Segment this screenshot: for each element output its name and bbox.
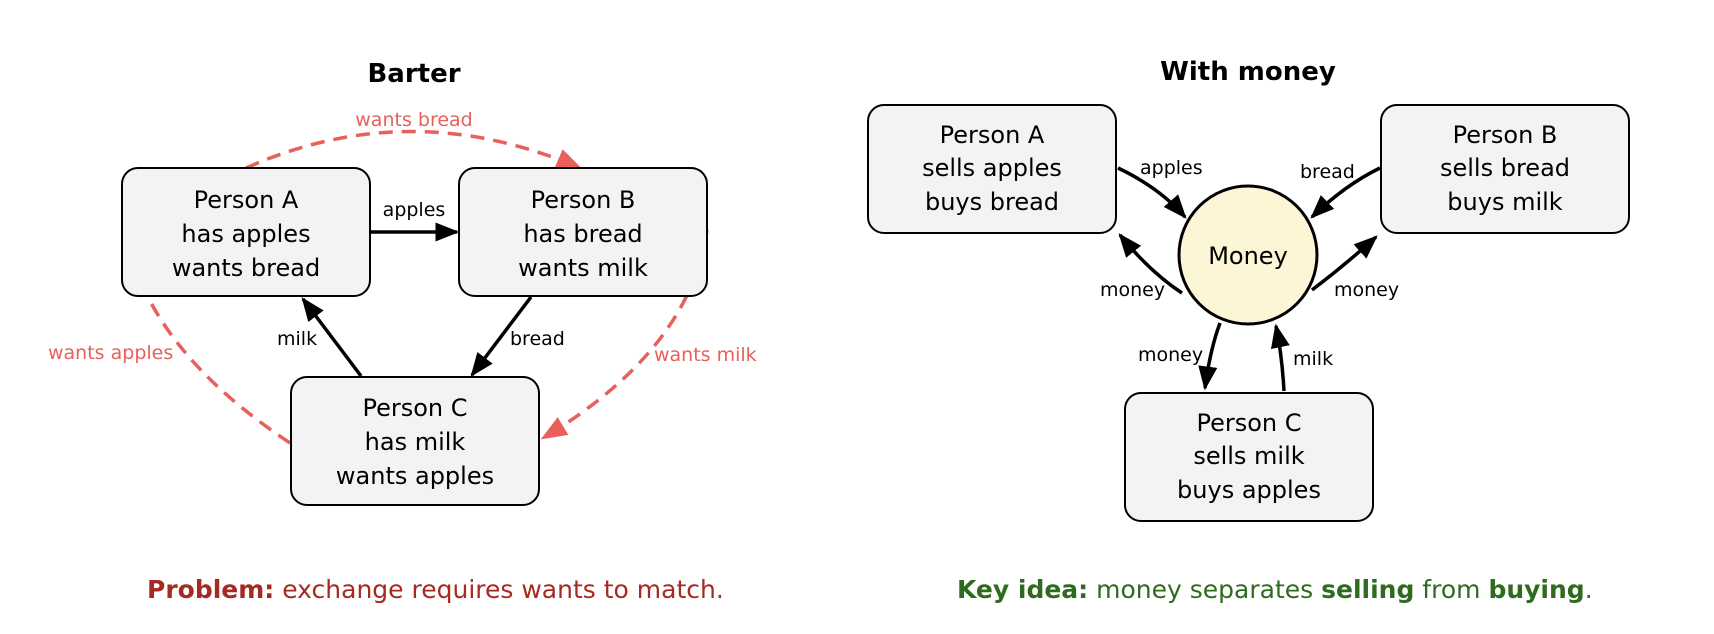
node-a-wants: wants bread [172, 254, 320, 282]
money-node-a: Person A sells apples buys bread [867, 104, 1117, 234]
edge-label-money-a: money [1100, 279, 1165, 301]
node-a-name: Person A [194, 186, 299, 214]
edge-c-to-money [1270, 323, 1290, 392]
edge-a-to-money [1117, 166, 1187, 219]
money-node-a-name: Person A [940, 121, 1045, 149]
node-b-has: has bread [523, 220, 642, 248]
problem-caption-bold: Problem: [147, 575, 275, 604]
money-node-a-sells: sells apples [922, 154, 1062, 182]
edge-money-to-c [1198, 322, 1222, 391]
money-node-b-sells: sells bread [1440, 154, 1570, 182]
key-idea-caption: Key idea: money separates selling from b… [957, 575, 1593, 604]
trade-label-apples: apples [383, 199, 446, 221]
edge-label-money-c: money [1138, 344, 1203, 366]
trade-arrow-b-c [470, 295, 533, 377]
key-idea-buying: buying [1488, 575, 1585, 604]
money-node-c-sells: sells milk [1193, 442, 1304, 470]
money-node-c-buys: buys apples [1177, 476, 1321, 504]
edge-b-to-money [1310, 166, 1381, 219]
money-node-c: Person C sells milk buys apples [1124, 392, 1374, 522]
node-c-wants: wants apples [336, 462, 494, 490]
problem-caption: Problem: exchange requires wants to matc… [147, 575, 724, 604]
node-b-wants: wants milk [518, 254, 648, 282]
node-c-has: has milk [365, 428, 466, 456]
key-idea-text-2: from [1414, 575, 1489, 604]
edge-money-to-b [1310, 235, 1378, 292]
barter-title: Barter [367, 59, 460, 89]
key-idea-caption-bold: Key idea: [957, 575, 1089, 604]
trade-label-bread: bread [510, 328, 565, 350]
node-b-name: Person B [531, 186, 636, 214]
money-node-a-buys: buys bread [925, 188, 1059, 216]
money-title: With money [1160, 57, 1336, 87]
key-idea-text-3: . [1584, 575, 1593, 604]
want-label-bread: wants bread [355, 109, 472, 131]
money-hub-label: Money [1208, 242, 1288, 270]
want-label-apples: wants apples [48, 342, 173, 364]
key-idea-text-1: money separates [1088, 575, 1322, 604]
barter-node-b: Person B has bread wants milk [458, 167, 708, 297]
money-node-b-name: Person B [1453, 121, 1558, 149]
money-node-b: Person B sells bread buys milk [1380, 104, 1630, 234]
node-c-name: Person C [362, 394, 467, 422]
money-node-b-buys: buys milk [1447, 188, 1562, 216]
problem-caption-text: exchange requires wants to match. [274, 575, 724, 604]
edge-money-to-a [1118, 233, 1183, 295]
key-idea-selling: selling [1321, 575, 1415, 604]
edge-label-bread: bread [1300, 161, 1355, 183]
trade-label-milk: milk [277, 328, 317, 350]
edge-label-milk: milk [1293, 348, 1333, 370]
want-label-milk: wants milk [654, 344, 757, 366]
barter-node-a: Person A has apples wants bread [121, 167, 371, 297]
money-hub: Money [1177, 184, 1319, 326]
barter-node-c: Person C has milk wants apples [290, 376, 540, 506]
edge-label-money-b: money [1334, 279, 1399, 301]
edge-label-apples: apples [1140, 157, 1203, 179]
money-node-c-name: Person C [1196, 409, 1301, 437]
want-arrow-a-b [245, 129, 583, 170]
trade-arrow-c-a [301, 297, 363, 378]
node-a-has: has apples [181, 220, 310, 248]
